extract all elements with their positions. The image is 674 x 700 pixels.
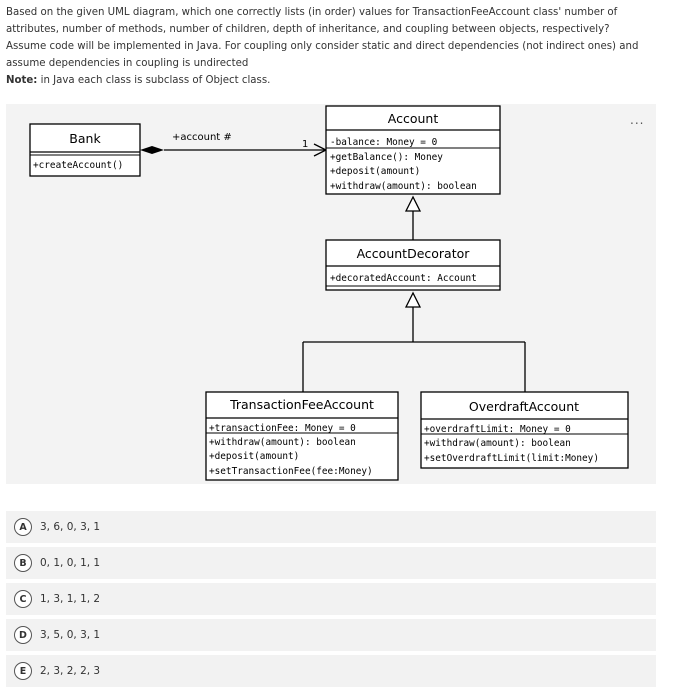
transaction-fee-method-1: +withdraw(amount): boolean bbox=[209, 437, 356, 448]
bank-method: +createAccount() bbox=[33, 160, 123, 171]
transaction-fee-account-class-name: TransactionFeeAccount bbox=[229, 397, 374, 412]
bank-class-name: Bank bbox=[69, 131, 101, 146]
question-line-2: Assume code will be implemented in Java.… bbox=[6, 41, 639, 69]
overdraft-method-1: +withdraw(amount): boolean bbox=[424, 438, 571, 449]
uml-diagram: Bank +createAccount() +account # 1 Accou… bbox=[29, 105, 629, 481]
account-attribute: -balance: Money = 0 bbox=[330, 137, 438, 148]
association-line: +account # 1 bbox=[140, 132, 328, 157]
option-d[interactable]: D 3, 5, 0, 3, 1 bbox=[6, 619, 656, 651]
account-method-2: +deposit(amount) bbox=[330, 166, 420, 177]
question-note: Note: in Java each class is subclass of … bbox=[6, 72, 668, 89]
option-c-text: 1, 3, 1, 1, 2 bbox=[40, 593, 101, 605]
option-e-letter: E bbox=[14, 662, 32, 680]
transaction-fee-method-2: +deposit(amount) bbox=[209, 451, 299, 462]
overdraft-method-2: +setOverdraftLimit(limit:Money) bbox=[424, 453, 599, 464]
overdraft-attribute: +overdraftLimit: Money = 0 bbox=[424, 424, 571, 435]
account-method-1: +getBalance(): Money bbox=[330, 152, 443, 163]
option-c-letter: C bbox=[14, 590, 32, 608]
option-b-text: 0, 1, 0, 1, 1 bbox=[40, 557, 101, 569]
option-c[interactable]: C 1, 3, 1, 1, 2 bbox=[6, 583, 656, 615]
account-class: Account -balance: Money = 0 +getBalance(… bbox=[325, 105, 501, 195]
overdraft-account-class-name: OverdraftAccount bbox=[469, 399, 579, 414]
account-method-3: +withdraw(amount): boolean bbox=[330, 181, 477, 192]
account-decorator-class: AccountDecorator +decoratedAccount: Acco… bbox=[325, 239, 501, 291]
transaction-fee-method-3: +setTransactionFee(fee:Money) bbox=[209, 466, 373, 477]
account-decorator-class-name: AccountDecorator bbox=[357, 246, 471, 261]
option-b-letter: B bbox=[14, 554, 32, 572]
option-a[interactable]: A 3, 6, 0, 3, 1 bbox=[6, 511, 656, 543]
option-b[interactable]: B 0, 1, 0, 1, 1 bbox=[6, 547, 656, 579]
association-multiplicity: 1 bbox=[302, 139, 308, 150]
question-text: Based on the given UML diagram, which on… bbox=[6, 4, 668, 89]
transaction-fee-attribute: +transactionFee: Money = 0 bbox=[209, 423, 356, 434]
option-e[interactable]: E 2, 3, 2, 2, 3 bbox=[6, 655, 656, 687]
option-d-letter: D bbox=[14, 626, 32, 644]
account-decorator-attribute: +decoratedAccount: Account bbox=[330, 273, 477, 284]
decorator-inheritance-arrow bbox=[404, 195, 422, 240]
option-a-letter: A bbox=[14, 518, 32, 536]
more-options-icon[interactable]: ... bbox=[630, 113, 645, 127]
transaction-fee-account-class: TransactionFeeAccount +transactionFee: M… bbox=[205, 391, 399, 481]
question-line-1: Based on the given UML diagram, which on… bbox=[6, 7, 618, 35]
subclass-inheritance-arrow bbox=[302, 291, 526, 392]
account-class-name: Account bbox=[388, 111, 439, 126]
answer-options: A 3, 6, 0, 3, 1 B 0, 1, 0, 1, 1 C 1, 3, … bbox=[6, 511, 656, 691]
option-e-text: 2, 3, 2, 2, 3 bbox=[40, 665, 101, 677]
option-a-text: 3, 6, 0, 3, 1 bbox=[40, 521, 101, 533]
note-text: in Java each class is subclass of Object… bbox=[37, 75, 271, 86]
association-role: +account # bbox=[172, 132, 232, 143]
overdraft-account-class: OverdraftAccount +overdraftLimit: Money … bbox=[420, 391, 629, 469]
option-d-text: 3, 5, 0, 3, 1 bbox=[40, 629, 101, 641]
note-label: Note: bbox=[6, 75, 38, 86]
bank-class: Bank +createAccount() bbox=[29, 123, 141, 177]
